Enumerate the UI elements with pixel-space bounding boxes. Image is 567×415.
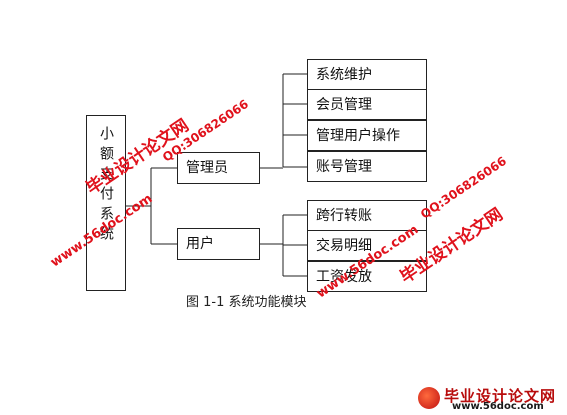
figure-caption: 图 1-1 系统功能模块 (186, 295, 307, 310)
leaf-user-operation-management: 管理用户操作 (307, 120, 427, 151)
leaf-label: 会员管理 (316, 96, 372, 113)
admin-label: 管理员 (186, 160, 228, 176)
leaf-salary-payment: 工资发放 (307, 261, 427, 292)
user-node: 用户 (177, 228, 260, 260)
leaf-interbank-transfer: 跨行转账 (307, 200, 427, 231)
leaf-transaction-details: 交易明细 (307, 230, 427, 261)
root-system-box: 小额支付系统 (86, 115, 126, 291)
user-label: 用户 (186, 236, 214, 252)
leaf-system-maintenance: 系统维护 (307, 59, 427, 90)
logo-icon (418, 387, 440, 409)
admin-node: 管理员 (177, 152, 260, 184)
leaf-label: 系统维护 (316, 66, 372, 83)
root-system-label: 小额支付系统 (98, 126, 114, 246)
footer-title: 毕业设计论文网 (444, 387, 557, 405)
leaf-label: 工资发放 (316, 268, 372, 285)
footer-logo: 毕业设计论文网 www.56doc.com (418, 387, 558, 413)
footer-site: www.56doc.com (452, 401, 544, 412)
leaf-label: 跨行转账 (316, 207, 372, 224)
leaf-label: 交易明细 (316, 237, 372, 254)
leaf-account-management: 账号管理 (307, 151, 427, 182)
leaf-member-management: 会员管理 (307, 89, 427, 120)
leaf-label: 账号管理 (316, 158, 372, 175)
leaf-label: 管理用户操作 (316, 127, 400, 144)
